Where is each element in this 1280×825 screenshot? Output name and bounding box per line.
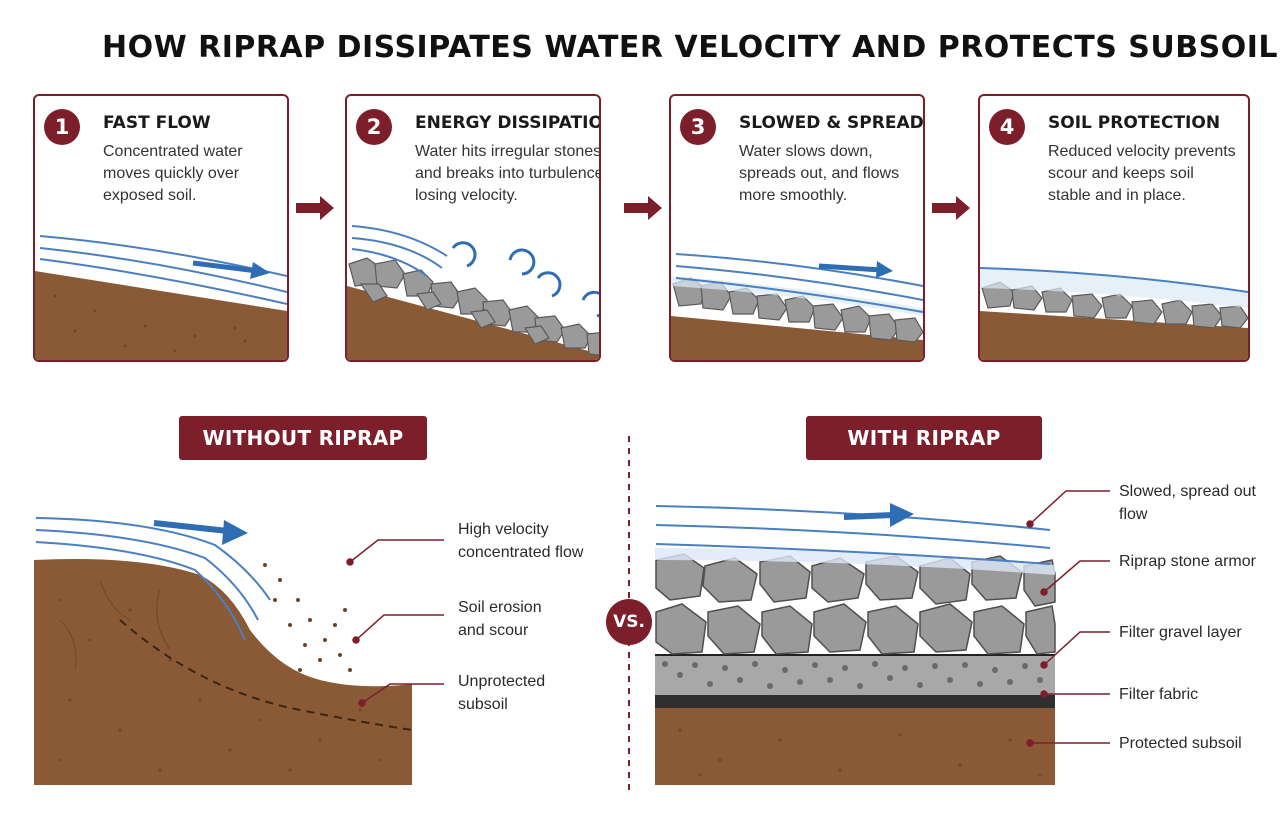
step-panel-2: 2 ENERGY DISSIPATION Water hits irregula…	[345, 94, 601, 362]
callout-soil-erosion: Soil erosion and scour	[458, 599, 542, 639]
step-description: Concentrated water moves quickly over ex…	[103, 143, 243, 204]
callout-high-velocity-flow: High velocity concentrated flow	[458, 521, 584, 561]
step-title: ENERGY DISSIPATION	[415, 113, 601, 133]
step-arrow-icon	[932, 196, 970, 220]
soil-protection-illustration	[980, 267, 1248, 360]
step-panel-4: 4 SOIL PROTECTION Reduced velocity preve…	[978, 94, 1250, 362]
callout-slowed-flow: Slowed, spread out flow	[1119, 483, 1256, 523]
step-arrow-icon	[624, 196, 662, 220]
without-riprap-badge: WITHOUT RIPRAP	[179, 416, 427, 460]
slowed-spread-illustration	[671, 253, 923, 360]
step-description: Reduced velocity prevents scour and keep…	[1048, 143, 1236, 204]
energy-dissipation-illustration	[347, 225, 599, 360]
step-number: 1	[44, 109, 80, 145]
page-title: HOW RIPRAP DISSIPATES WATER VELOCITY AND…	[101, 30, 1279, 65]
callout-filter-fabric: Filter fabric	[1119, 686, 1199, 703]
step-title: SLOWED & SPREAD	[739, 113, 924, 133]
step-number: 4	[989, 109, 1025, 145]
step-title: FAST FLOW	[103, 113, 211, 133]
step-description: Water slows down, spreads out, and flows…	[739, 143, 900, 204]
fast-flow-illustration	[35, 235, 287, 360]
callout-unprotected-subsoil: Unprotected subsoil	[458, 673, 546, 713]
step-title: SOIL PROTECTION	[1048, 113, 1221, 133]
step-number: 3	[680, 109, 716, 145]
step-description: Water hits irregular stones and breaks i…	[415, 143, 601, 204]
with-riprap-badge: WITH RIPRAP	[806, 416, 1042, 460]
vs-badge: VS.	[606, 599, 652, 645]
step-panel-1: 1 FAST FLOW Concentrated water moves qui…	[33, 94, 289, 362]
callout-riprap-stone-armor: Riprap stone armor	[1119, 553, 1256, 570]
callout-filter-gravel-layer: Filter gravel layer	[1119, 624, 1242, 641]
callout-protected-subsoil: Protected subsoil	[1119, 735, 1242, 752]
step-number: 2	[356, 109, 392, 145]
step-panel-3: 3 SLOWED & SPREAD Water slows down, spre…	[669, 94, 925, 362]
step-arrow-icon	[296, 196, 334, 220]
